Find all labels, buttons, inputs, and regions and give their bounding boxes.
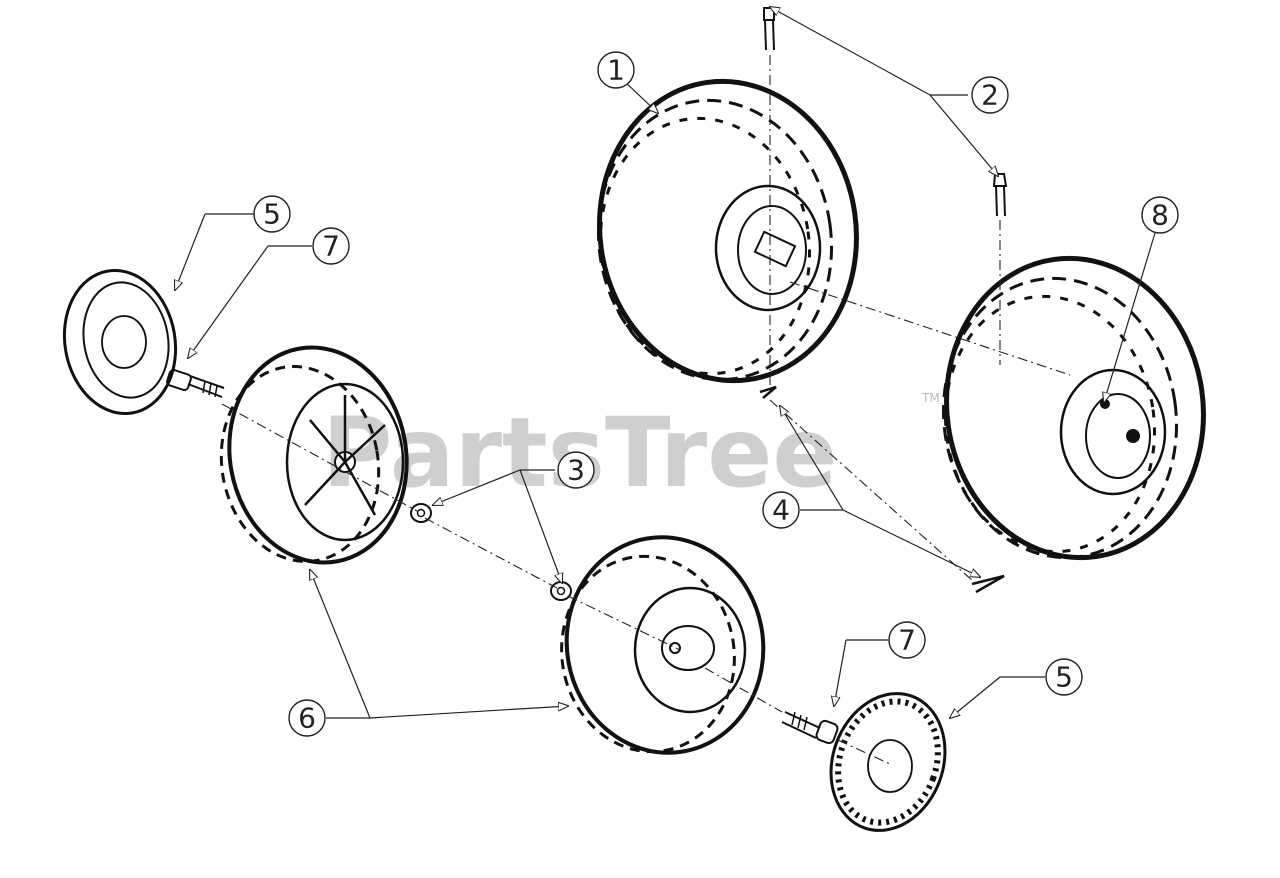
front-wheel-right <box>560 535 766 755</box>
shoulder-bolt-right <box>781 711 839 745</box>
hubcap-left <box>62 268 178 416</box>
callout-1[interactable]: 1 <box>597 51 635 89</box>
callout-2-label: 2 <box>981 79 999 112</box>
callout-5-right[interactable]: 5 <box>1045 658 1083 696</box>
callout-5-left-label: 5 <box>263 198 281 231</box>
bushing-lower <box>550 581 572 601</box>
hairpin-clip-upper <box>759 385 777 399</box>
callout-6[interactable]: 6 <box>288 699 326 737</box>
watermark-trademark: TM <box>921 391 940 405</box>
callout-4[interactable]: 4 <box>762 491 800 529</box>
hubcap-right <box>829 692 947 832</box>
rear-wheel-1 <box>596 78 859 384</box>
callout-3[interactable]: 3 <box>557 451 595 489</box>
clevis-pin-top <box>763 7 775 51</box>
bushing-upper <box>410 503 432 523</box>
callout-4-label: 4 <box>772 494 790 527</box>
callout-1-label: 1 <box>607 54 625 87</box>
callout-5-left[interactable]: 5 <box>253 195 291 233</box>
callout-7-left-label: 7 <box>322 230 340 263</box>
hairpin-clip-lower <box>971 574 1005 594</box>
callout-7-right-label: 7 <box>898 624 916 657</box>
callout-7-left[interactable]: 7 <box>312 227 350 265</box>
front-wheel-left <box>219 345 409 565</box>
callout-2[interactable]: 2 <box>971 76 1009 114</box>
clevis-pin-right <box>992 173 1008 217</box>
callout-3-label: 3 <box>567 454 585 487</box>
callout-5-right-label: 5 <box>1055 661 1073 694</box>
shoulder-bolt-left <box>166 369 225 398</box>
callout-8-label: 8 <box>1151 199 1169 232</box>
callout-6-label: 6 <box>298 702 316 735</box>
callout-8[interactable]: 8 <box>1141 196 1179 234</box>
rear-wheel-8 <box>941 255 1206 561</box>
callout-7-right[interactable]: 7 <box>888 621 926 659</box>
